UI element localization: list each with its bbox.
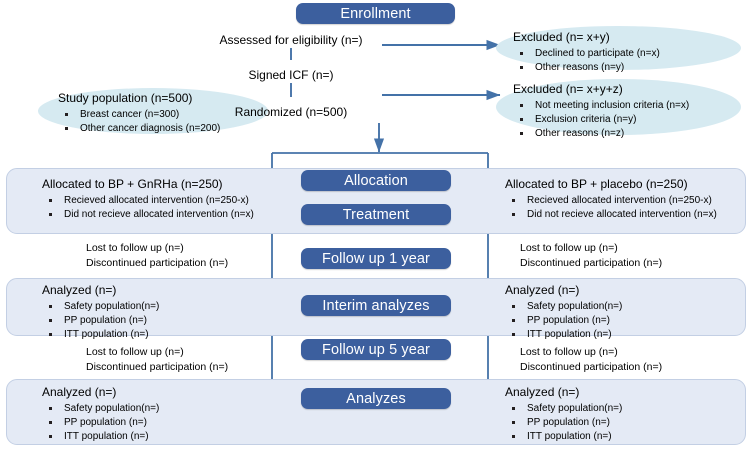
study-population-item: Breast cancer (n=300) [58,108,278,122]
left-arm-followup-5y-item: Discontinued participation (n=) [86,361,229,374]
stage-pill-treatment[interactable]: Treatment [301,204,451,225]
left-arm-allocation-item: Did not recieve allocated intervention (… [42,208,282,222]
spine-assessed-for-eligibility: Assessed for eligibility (n=) [219,33,363,47]
excluded-1-title: Excluded (n= x+y) [513,30,610,44]
right-arm-final-block: Analyzed (n=) Safety population(n=) PP p… [505,385,745,444]
left-arm-interim-block: Analyzed (n=) Safety population(n=) PP p… [42,283,282,342]
excluded-2-item: Not meeting inclusion criteria (n=x) [513,99,750,113]
stage-pill-followup-1-year[interactable]: Follow up 1 year [301,248,451,269]
left-arm-final-block: Analyzed (n=) Safety population(n=) PP p… [42,385,282,444]
left-arm-allocation-title: Allocated to BP + GnRHa (n=250) [42,177,223,191]
stage-pill-allocation-label: Allocation [344,172,408,189]
left-arm-interim-item: ITT population (n=) [42,328,282,342]
right-arm-allocation-block: Allocated to BP + placebo (n=250) Reciev… [505,177,750,222]
left-arm-followup-5y-block: Lost to follow up (n=) Discontinued part… [86,345,286,375]
left-arm-interim-title: Analyzed (n=) [42,283,117,297]
right-arm-followup-5y-block: Lost to follow up (n=) Discontinued part… [520,345,730,375]
excluded-1-item: Other reasons (n=y) [513,61,748,75]
study-population-ellipse [38,88,268,134]
stage-pill-treatment-label: Treatment [342,206,410,223]
excluded-2-ellipse [496,79,741,135]
right-arm-allocation-item: Did not recieve allocated intervention (… [505,208,750,222]
excluded-2-item: Exclusion criteria (n=y) [513,113,750,127]
spine-signed-icf: Signed ICF (n=) [248,68,334,82]
stage-pill-followup-1-year-label: Follow up 1 year [322,250,430,267]
right-arm-allocation-list: Recieved allocated intervention (n=250-x… [505,194,750,222]
right-arm-interim-title: Analyzed (n=) [505,283,580,297]
right-arm-interim-item: PP population (n=) [505,314,745,328]
right-arm-followup-1y-item: Discontinued participation (n=) [520,257,663,270]
excluded-1-ellipse [496,26,741,70]
left-arm-allocation-item: Recieved allocated intervention (n=250-x… [42,194,282,208]
left-arm-final-item: PP population (n=) [42,416,282,430]
right-arm-allocation-item: Recieved allocated intervention (n=250-x… [505,194,750,208]
right-arm-final-item: PP population (n=) [505,416,745,430]
study-population-block: Study population (n=500) Breast cancer (… [58,91,278,136]
study-population-list: Breast cancer (n=300) Other cancer diagn… [58,108,278,136]
left-arm-interim-item: PP population (n=) [42,314,282,328]
left-arm-allocation-block: Allocated to BP + GnRHa (n=250) Recieved… [42,177,282,222]
excluded-1-block: Excluded (n= x+y) Declined to participat… [513,30,748,75]
left-arm-final-title: Analyzed (n=) [42,385,117,399]
right-arm-followup-1y-item: Lost to follow up (n=) [520,242,618,254]
study-population-item: Other cancer diagnosis (n=200) [58,122,278,136]
stage-pill-interim-analyzes[interactable]: Interim analyzes [301,295,451,316]
left-arm-followup-1y-item: Lost to follow up (n=) [86,242,184,254]
stage-pill-analyzes-label: Analyzes [346,390,406,407]
left-arm-followup-1y-item: Discontinued participation (n=) [86,257,229,270]
right-arm-final-list: Safety population(n=) PP population (n=)… [505,402,745,445]
left-arm-final-list: Safety population(n=) PP population (n=)… [42,402,282,445]
excluded-2-item: Other reasons (n=z) [513,127,750,141]
stage-pill-analyzes[interactable]: Analyzes [301,388,451,409]
excluded-2-block: Excluded (n= x+y+z) Not meeting inclusio… [513,82,750,141]
right-arm-followup-5y-item: Discontinued participation (n=) [520,361,663,374]
study-population-title: Study population (n=500) [58,91,193,105]
left-arm-allocation-list: Recieved allocated intervention (n=250-x… [42,194,282,222]
left-arm-final-item: Safety population(n=) [42,402,282,416]
right-arm-interim-item: Safety population(n=) [505,300,745,314]
spine-randomized: Randomized (n=500) [234,105,348,119]
left-arm-interim-item: Safety population(n=) [42,300,282,314]
right-arm-allocation-title: Allocated to BP + placebo (n=250) [505,177,688,191]
stage-pill-followup-5-year-label: Follow up 5 year [322,341,430,358]
right-arm-final-item: ITT population (n=) [505,430,745,444]
stage-pill-allocation[interactable]: Allocation [301,170,451,191]
left-arm-followup-1y-block: Lost to follow up (n=) Discontinued part… [86,241,286,271]
right-arm-interim-list: Safety population(n=) PP population (n=)… [505,300,745,343]
left-arm-final-item: ITT population (n=) [42,430,282,444]
right-arm-followup-1y-block: Lost to follow up (n=) Discontinued part… [520,241,730,271]
right-arm-interim-block: Analyzed (n=) Safety population(n=) PP p… [505,283,745,342]
excluded-1-list: Declined to participate (n=x) Other reas… [513,47,748,75]
excluded-2-list: Not meeting inclusion criteria (n=x) Exc… [513,99,750,142]
right-arm-final-item: Safety population(n=) [505,402,745,416]
right-arm-interim-item: ITT population (n=) [505,328,745,342]
left-arm-interim-list: Safety population(n=) PP population (n=)… [42,300,282,343]
left-arm-followup-5y-item: Lost to follow up (n=) [86,346,184,358]
right-arm-final-title: Analyzed (n=) [505,385,580,399]
stage-pill-enrollment[interactable]: Enrollment [296,3,455,24]
stage-pill-followup-5-year[interactable]: Follow up 5 year [301,339,451,360]
right-arm-followup-5y-item: Lost to follow up (n=) [520,346,618,358]
stage-pill-enrollment-label: Enrollment [340,5,411,22]
stage-pill-interim-analyzes-label: Interim analyzes [322,297,430,314]
excluded-2-title: Excluded (n= x+y+z) [513,82,623,96]
excluded-1-item: Declined to participate (n=x) [513,47,748,61]
